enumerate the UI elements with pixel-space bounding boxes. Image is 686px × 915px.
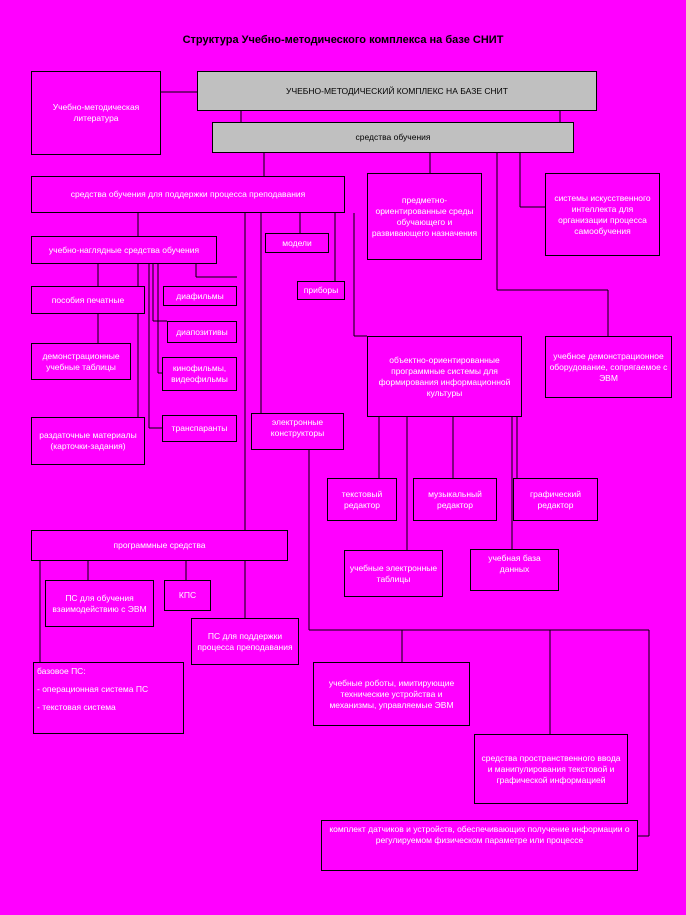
box-label: приборы — [303, 285, 339, 295]
box-elektronnye-konstruktory: электронные конструкторы — [251, 413, 344, 450]
box-demo-tablitsy: демонстрационные учебные таблицы — [31, 343, 131, 380]
box-predmetno-orientirovannye-sredy: предметно-ориентированные среды обучающе… — [367, 173, 482, 260]
box-label: кинофильмы, видеофильмы — [171, 363, 228, 384]
box-label: диапозитивы — [176, 326, 228, 337]
box-ps-evm: ПС для обучения взаимодействию с ЭВМ — [45, 580, 154, 627]
list-item: - операционная система ПС — [37, 684, 149, 694]
box-diafilmy: диафильмы — [163, 286, 237, 306]
box-label: программные средства — [113, 540, 206, 550]
box-label: транспаранты — [171, 423, 228, 433]
box-label: учебные электронные таблицы — [349, 562, 438, 584]
box-bazovoe-ps: базовое ПС: - операционная система ПС - … — [33, 662, 184, 734]
box-obektno-orientirovannye-sistemy: объектно-ориентированные программные сис… — [367, 336, 522, 417]
box-label: средства обучения для поддержки процесса… — [70, 189, 306, 199]
box-label: объектно-ориентированные программные сис… — [378, 354, 511, 398]
box-muzykalnyi-redaktor: музыкальный редактор — [413, 478, 497, 521]
box-label: учебная база данных — [488, 553, 541, 574]
box-transparanty: транспаранты — [162, 415, 237, 442]
box-label: пособия печатные — [51, 294, 125, 305]
box-ps-prepodavaniya: ПС для поддержки процесса преподавания — [191, 618, 299, 665]
box-label: ПС для поддержки процесса преподавания — [197, 630, 293, 652]
box-graficheskii-redaktor: графический редактор — [513, 478, 598, 521]
box-umk-snit: УЧЕБНО-МЕТОДИЧЕСКИЙ КОМПЛЕКС НА БАЗЕ СНИ… — [197, 71, 597, 111]
box-uchebnye-roboty: учебные роботы, имитирующие технические … — [313, 662, 470, 726]
box-elektronnye-tablitsy: учебные электронные таблицы — [344, 550, 443, 597]
box-label: учебное демонстрационное оборудование, с… — [549, 350, 668, 383]
box-label: средства пространственного ввода и манип… — [481, 752, 621, 785]
box-sredstva-obucheniya: средства обучения — [212, 122, 574, 153]
box-tekstovyi-redaktor: текстовый редактор — [327, 478, 397, 521]
box-label: электронные конструкторы — [270, 417, 325, 438]
box-diapozitivy: диапозитивы — [167, 321, 237, 343]
box-label: системы искусственного интеллекта для ор… — [554, 192, 651, 236]
box-label: средства обучения — [355, 132, 431, 142]
box-modeli: модели — [265, 233, 329, 253]
box-label: комплект датчиков и устройств, обеспечив… — [329, 824, 630, 845]
box-posobiya-pechatnye: пособия печатные — [31, 286, 145, 314]
box-razdatochnye-materialy: раздаточные материалы (карточки-задания) — [31, 417, 145, 465]
box-label: ПС для обучения взаимодействию с ЭВМ — [52, 592, 147, 614]
box-komplekt-datchikov: комплект датчиков и устройств, обеспечив… — [321, 820, 638, 871]
box-prostranstvennyi-vvod: средства пространственного ввода и манип… — [474, 734, 628, 804]
box-sredstva-podderzhki-prepodavaniya: средства обучения для поддержки процесса… — [31, 176, 345, 213]
box-label: КПС — [178, 590, 197, 600]
box-label: Учебно-методическая литература — [52, 102, 140, 123]
box-sistemy-ii: системы искусственного интеллекта для ор… — [545, 173, 660, 256]
box-programmnye-sredstva: программные средства — [31, 530, 288, 561]
box-kps: КПС — [164, 580, 211, 611]
box-label: учебно-наглядные средства обучения — [48, 244, 200, 255]
box-label: музыкальный редактор — [428, 488, 482, 510]
box-uchebno-metodicheskaya-literatura: Учебно-методическая литература — [31, 71, 161, 155]
box-label: раздаточные материалы (карточки-задания) — [39, 430, 137, 451]
box-label: текстовый редактор — [341, 488, 383, 510]
box-uchebno-naglyadnye-sredstva: учебно-наглядные средства обучения — [31, 236, 217, 264]
box-label: графический редактор — [530, 488, 581, 510]
page-title: Структура Учебно-методического комплекса… — [182, 34, 504, 46]
box-label: УЧЕБНО-МЕТОДИЧЕСКИЙ КОМПЛЕКС НА БАЗЕ СНИ… — [286, 85, 508, 96]
box-uchebnoe-demo-oborudovanie: учебное демонстрационное оборудование, с… — [545, 336, 672, 398]
box-label: демонстрационные учебные таблицы — [42, 350, 120, 372]
box-label: модели — [282, 237, 312, 248]
box-baza-dannykh: учебная база данных — [470, 549, 559, 591]
box-label: предметно-ориентированные среды обучающе… — [371, 194, 478, 238]
box-label: базовое ПС: — [37, 666, 86, 676]
list-item: - текстовая система — [37, 702, 116, 712]
box-kinofilmy: кинофильмы, видеофильмы — [162, 357, 237, 391]
box-pribory: приборы — [297, 281, 345, 300]
box-label: учебные роботы, имитирующие технические … — [328, 677, 455, 710]
box-label: диафильмы — [176, 290, 224, 301]
